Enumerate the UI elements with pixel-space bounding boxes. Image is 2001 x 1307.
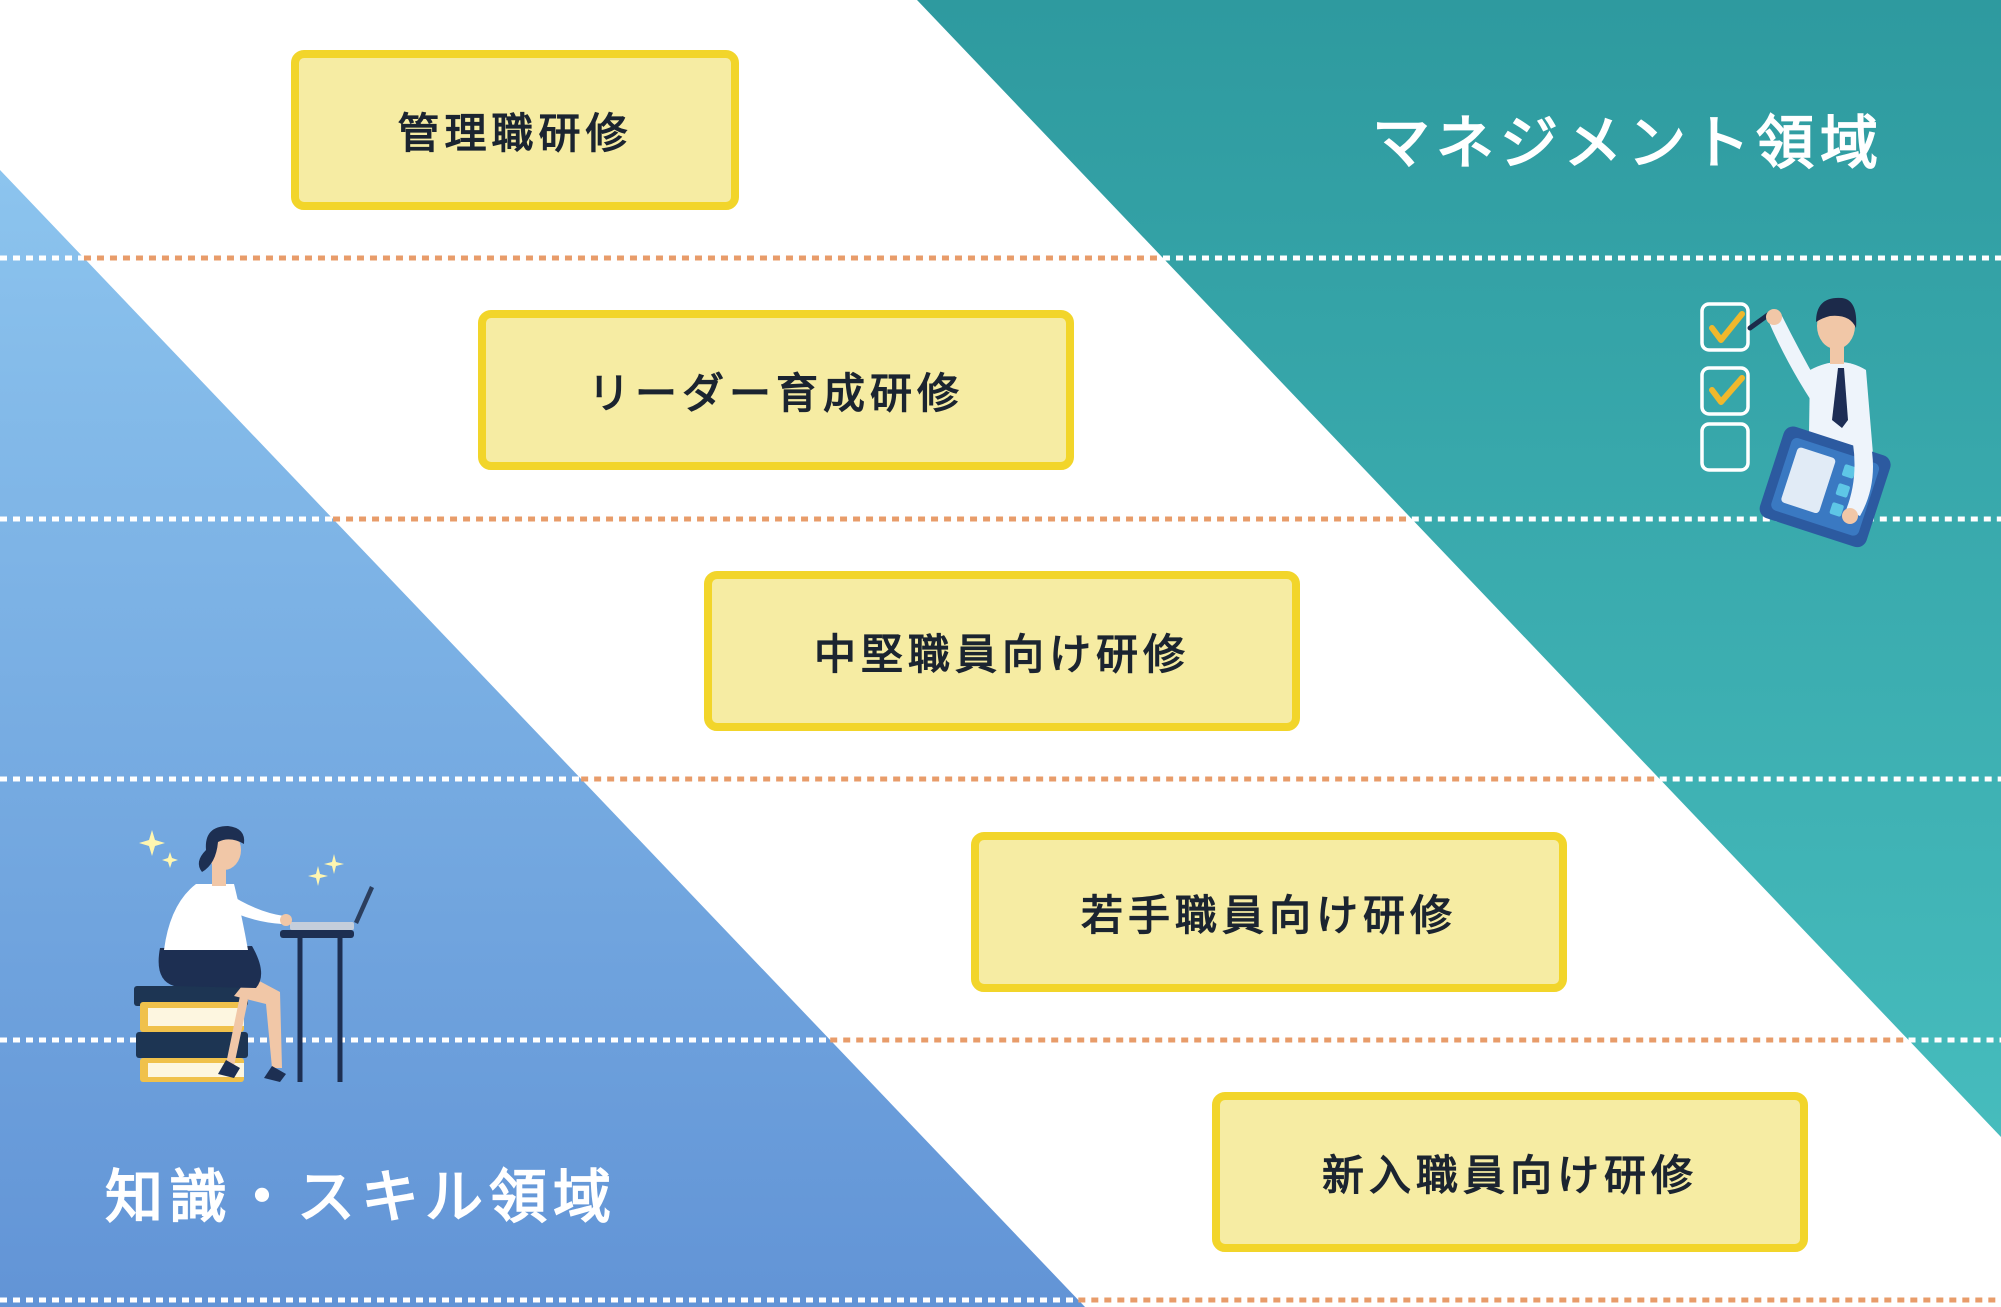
tier-box-manager: 管理職研修: [291, 50, 739, 210]
management-area: [917, 0, 2001, 1137]
knowledge-region-label: 知識・スキル領域: [105, 1163, 618, 1231]
tier-box-young-staff: 若手職員向け研修: [971, 832, 1567, 992]
tier-dividers: [0, 255, 2001, 1303]
management-region-label: マネジメント領域: [1372, 109, 1885, 177]
woman-with-laptop-icon: [134, 826, 374, 1082]
tier-box-mid-level: 中堅職員向け研修: [704, 571, 1300, 731]
tier-box-new-hire: 新入職員向け研修: [1212, 1092, 1808, 1252]
man-with-checklist-icon: [1700, 297, 1891, 548]
tier-box-leader: リーダー育成研修: [478, 310, 1074, 470]
